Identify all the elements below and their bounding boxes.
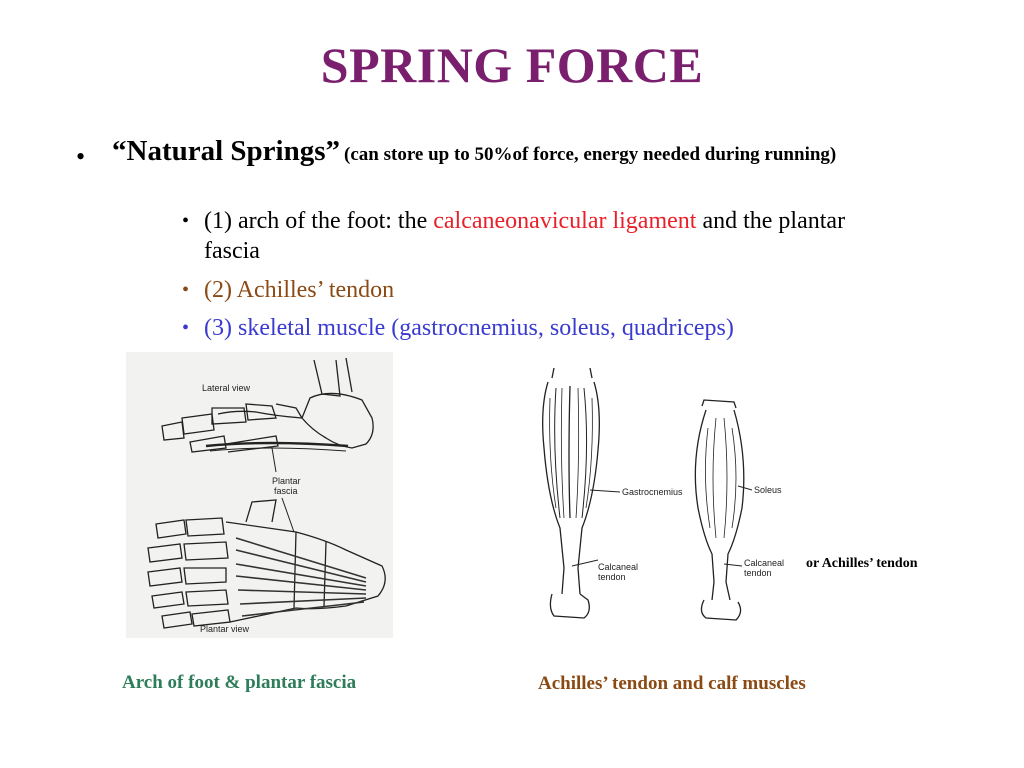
soleus-label: Soleus bbox=[754, 485, 782, 495]
plantar-fascia-label-line1: Plantar bbox=[272, 476, 301, 486]
foot-arch-figure: Lateral view Plantar fascia bbox=[126, 352, 393, 638]
sub-bullet-muscle-text: (3) skeletal muscle (gastrocnemius, sole… bbox=[204, 315, 734, 341]
sub-bullet-achilles-text: (2) Achilles’ tendon bbox=[204, 277, 395, 303]
plantar-fascia-label-line2: fascia bbox=[274, 486, 298, 496]
slide-title: SPRING FORCE bbox=[320, 37, 704, 93]
bullet-dot: • bbox=[182, 317, 190, 339]
plantar-view-label: Plantar view bbox=[200, 624, 250, 634]
calf-muscles-figure: Gastrocnemius Calcaneal tendon Soleus Ca… bbox=[534, 367, 814, 630]
calcaneal-label-b2: tendon bbox=[744, 568, 772, 578]
gastrocnemius-outline bbox=[542, 381, 565, 595]
main-bullet: • “Natural Springs” (can store up to 50%… bbox=[76, 136, 936, 171]
calcaneonavicular-ligament: calcaneonavicular ligament bbox=[433, 208, 697, 234]
soleus-outline bbox=[694, 409, 715, 601]
sub-bullet-arch-text: (1) arch of the foot: the calcaneonavicu… bbox=[204, 206, 902, 266]
gastrocnemius-label: Gastrocnemius bbox=[622, 487, 683, 497]
calcaneal-label-a1: Calcaneal bbox=[598, 562, 638, 572]
bullet-dot: • bbox=[76, 142, 86, 171]
calcaneal-label-b1: Calcaneal bbox=[744, 558, 784, 568]
lateral-view-label: Lateral view bbox=[202, 383, 251, 393]
sub-bullet-achilles: • (2) Achilles’ tendon bbox=[182, 275, 902, 305]
main-bullet-text: “Natural Springs” (can store up to 50%of… bbox=[112, 136, 936, 171]
bullet-dot: • bbox=[182, 210, 190, 232]
caption-achilles: Achilles’ tendon and calf muscles bbox=[538, 673, 806, 694]
arch-suffix: and the plantar fascia bbox=[204, 208, 846, 264]
achilles-side-note: or Achilles’ tendon bbox=[806, 556, 918, 571]
sub-bullet-muscle: • (3) skeletal muscle (gastrocnemius, so… bbox=[182, 313, 902, 343]
calf-muscles-illustration: Gastrocnemius Calcaneal tendon Soleus Ca… bbox=[542, 367, 784, 621]
arch-prefix: (1) arch of the foot: the bbox=[204, 208, 434, 234]
tibia-shape bbox=[313, 359, 341, 397]
heel-bone-shape bbox=[301, 392, 374, 449]
bullet-dot: • bbox=[182, 279, 190, 301]
calcaneal-label-a2: tendon bbox=[598, 572, 626, 582]
sub-bullet-arch: • (1) arch of the foot: the calcaneonavi… bbox=[182, 206, 902, 266]
natural-springs-note: (can store up to 50%of force, energy nee… bbox=[344, 144, 837, 165]
caption-arch: Arch of foot & plantar fascia bbox=[122, 672, 357, 693]
foot-arch-illustration: Lateral view Plantar fascia bbox=[147, 357, 386, 634]
natural-springs-heading: “Natural Springs” bbox=[112, 135, 341, 167]
